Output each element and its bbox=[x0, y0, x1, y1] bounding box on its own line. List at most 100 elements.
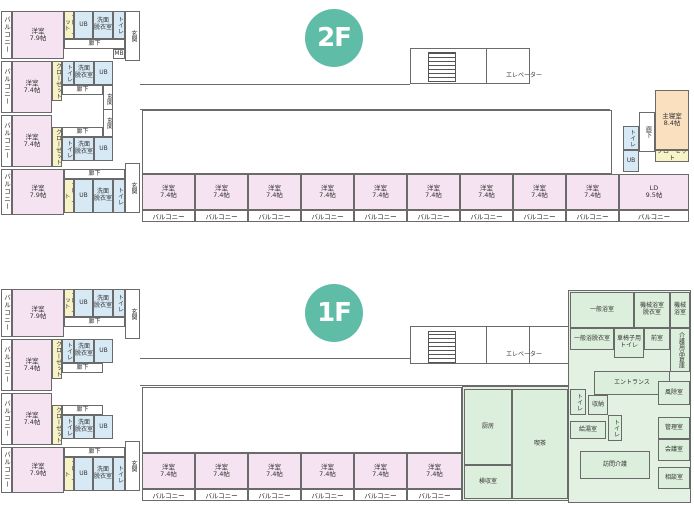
corridor-left-2: 廊下 bbox=[62, 85, 103, 95]
balcony-left-2: バルコニー bbox=[1, 339, 12, 391]
room-name: 洋室 bbox=[480, 183, 493, 192]
facility-mech-bath-2: 機械 浴室 bbox=[670, 292, 690, 328]
room-name: 洋室 bbox=[215, 462, 228, 471]
room-size: 9.5帖 bbox=[645, 191, 663, 199]
balcony-left-4: バルコニー bbox=[1, 447, 12, 493]
closet-master: クローゼット bbox=[655, 150, 689, 162]
room-ld: LD 9.5帖 bbox=[619, 174, 689, 210]
room-left-1: 洋室 7.9帖 bbox=[12, 11, 64, 59]
elevator-label: エレベーター bbox=[506, 351, 543, 358]
toilet-left-4: トイレ bbox=[113, 457, 125, 491]
room-name: 洋室 bbox=[25, 78, 39, 87]
room-name: 洋室 bbox=[374, 462, 387, 471]
room-row-6: 洋室 7.4帖 bbox=[407, 453, 462, 489]
room-row-2: 洋室 7.4帖 bbox=[195, 174, 248, 210]
room-size: 7.4帖 bbox=[23, 364, 41, 372]
balcony-row-6: バルコニー bbox=[407, 489, 462, 501]
facility-front-room: 前室 bbox=[644, 328, 670, 350]
facility-toilet-2: トイレ bbox=[608, 415, 622, 441]
closet-left-4: クローゼット bbox=[64, 457, 74, 491]
room-name: 洋室 bbox=[162, 183, 175, 192]
toilet-master: トイレ bbox=[623, 126, 639, 150]
room-name: 洋室 bbox=[321, 462, 334, 471]
room-size: 7.9帖 bbox=[29, 312, 47, 320]
washroom-left-1: 洗面 脱衣室 bbox=[93, 289, 113, 317]
facility-kitchen: 厨房 bbox=[464, 389, 512, 465]
room-size: 7.4帖 bbox=[426, 470, 443, 478]
room-size: 7.4帖 bbox=[213, 191, 230, 199]
corridor-left-1: 廊下 bbox=[64, 39, 125, 49]
room-size: 7.9帖 bbox=[29, 469, 47, 477]
closet-left-2: クローゼット bbox=[52, 339, 62, 379]
room-row-7: 洋室 7.4帖 bbox=[460, 174, 513, 210]
room-row-1: 洋室 7.4帖 bbox=[142, 453, 195, 489]
ub-left-1: UB bbox=[74, 11, 93, 39]
room-row-3: 洋室 7.4帖 bbox=[248, 453, 301, 489]
room-left-2: 洋室 7.4帖 bbox=[12, 339, 52, 391]
washroom-left-3: 洗面 脱衣室 bbox=[74, 415, 94, 439]
room-size: 7.4帖 bbox=[266, 470, 283, 478]
closet-left-2: クローゼット bbox=[52, 61, 62, 101]
room-name: LD bbox=[649, 183, 659, 192]
corridor-wall-bottom bbox=[140, 385, 570, 386]
balcony-left-1: バルコニー bbox=[1, 11, 12, 59]
room-name: 洋室 bbox=[427, 183, 440, 192]
toilet-left-3: トイレ bbox=[62, 415, 74, 439]
room-name: 洋室 bbox=[321, 183, 334, 192]
toilet-left-4: トイレ bbox=[113, 179, 125, 213]
floor-plan-1f: 1F バルコニー 洋室 7.9帖 クローゼット UB 洗面 脱衣室 トイレ 玄関… bbox=[0, 253, 694, 506]
balcony-row-7: バルコニー bbox=[460, 210, 513, 222]
room-row-3: 洋室 7.4帖 bbox=[248, 174, 301, 210]
room-name: 洋室 bbox=[533, 183, 546, 192]
washroom-left-1: 洗面 脱衣室 bbox=[93, 11, 113, 39]
unit-service-strip bbox=[142, 110, 612, 174]
facility-entrance: エントランス bbox=[594, 371, 670, 395]
room-size: 8.4帖 bbox=[663, 119, 681, 127]
room-name: 洋室 bbox=[162, 462, 175, 471]
room-name: 洋室 bbox=[31, 26, 45, 35]
room-size: 7.4帖 bbox=[584, 191, 601, 199]
room-size: 7.4帖 bbox=[531, 191, 548, 199]
ub-master: UB bbox=[623, 150, 639, 172]
balcony-row-4: バルコニー bbox=[301, 210, 354, 222]
facility-consult: 相談室 bbox=[658, 467, 690, 489]
balcony-row-6: バルコニー bbox=[407, 210, 460, 222]
closet-left-1: クローゼット bbox=[64, 11, 74, 39]
closet-left-3: クローゼット bbox=[52, 127, 62, 167]
room-row-4: 洋室 7.4帖 bbox=[301, 453, 354, 489]
elevator-hall bbox=[486, 326, 530, 364]
ub-left-4: UB bbox=[74, 179, 93, 213]
room-size: 7.4帖 bbox=[319, 191, 336, 199]
closet-left-1: クローゼット bbox=[64, 289, 74, 317]
facility-storage: 収納 bbox=[588, 395, 608, 415]
room-name: 洋室 bbox=[31, 461, 45, 470]
room-name: 洋室 bbox=[25, 410, 39, 419]
toilet-left-2: トイレ bbox=[62, 61, 74, 85]
toilet-left-1: トイレ bbox=[113, 11, 125, 39]
balcony-row-5: バルコニー bbox=[354, 210, 407, 222]
room-name: 洋室 bbox=[586, 183, 599, 192]
room-name: 主寝室 bbox=[662, 111, 682, 120]
washroom-left-2: 洗面 脱衣室 bbox=[74, 339, 94, 363]
balcony-left-1: バルコニー bbox=[1, 289, 12, 337]
ub-left-3: UB bbox=[94, 415, 113, 439]
room-size: 7.4帖 bbox=[160, 191, 177, 199]
balcony-left-3: バルコニー bbox=[1, 115, 12, 167]
washroom-left-3: 洗面 脱衣室 bbox=[74, 137, 94, 161]
elevator-hall bbox=[486, 48, 530, 84]
room-master: 主寝室 8.4帖 bbox=[655, 90, 689, 150]
room-row-8: 洋室 7.4帖 bbox=[513, 174, 566, 210]
genkan-left-1: 玄関 bbox=[125, 11, 140, 61]
room-name: 洋室 bbox=[31, 183, 45, 192]
room-name: 洋室 bbox=[25, 356, 39, 365]
facility-toilet: トイレ bbox=[570, 389, 586, 415]
ub-left-2: UB bbox=[94, 61, 113, 85]
room-left-3: 洋室 7.4帖 bbox=[12, 393, 52, 445]
ub-left-4: UB bbox=[74, 457, 93, 491]
stairs bbox=[428, 331, 456, 363]
room-left-3: 洋室 7.4帖 bbox=[12, 115, 52, 167]
corridor-left-4: 廊下 bbox=[64, 169, 125, 179]
room-size: 7.4帖 bbox=[23, 418, 41, 426]
room-size: 7.4帖 bbox=[478, 191, 495, 199]
balcony-row-2: バルコニー bbox=[195, 210, 248, 222]
